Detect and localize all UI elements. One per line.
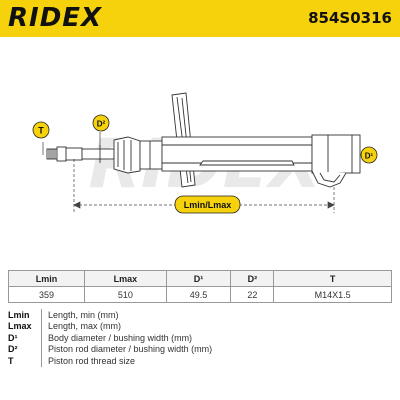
spec-value-d1: 49.5 bbox=[165, 286, 232, 303]
legend-value: Piston rod thread size bbox=[48, 355, 136, 366]
legend-divider bbox=[41, 320, 48, 332]
spec-value-lmax: 510 bbox=[83, 286, 167, 303]
header-bar: RIDEX 854S0316 bbox=[0, 0, 400, 37]
legend-key: T bbox=[8, 355, 14, 366]
legend: Lmin Length, min (mm) Lmax Length, max (… bbox=[8, 309, 392, 367]
label-d2: D² bbox=[97, 120, 106, 129]
legend-divider bbox=[41, 343, 48, 355]
shock-absorber-drawing: RIDEX T D² bbox=[32, 92, 378, 214]
label-t: T bbox=[38, 126, 44, 136]
legend-key: Lmin bbox=[8, 309, 30, 320]
spec-header-d2: D² bbox=[230, 270, 275, 287]
spec-header-d1: D¹ bbox=[165, 270, 232, 287]
legend-item: Lmax Length, max (mm) bbox=[8, 320, 392, 332]
top-mount bbox=[113, 136, 163, 174]
spec-value-d2: 22 bbox=[230, 286, 275, 303]
spec-header-lmax: Lmax bbox=[83, 270, 167, 287]
piston-rod bbox=[46, 145, 115, 163]
spec-header-row: Lmin Lmax D¹ D² T bbox=[8, 270, 392, 287]
legend-key: Lmax bbox=[8, 321, 32, 332]
legend-value: Body diameter / bushing width (mm) bbox=[48, 332, 193, 343]
length-label-badge bbox=[174, 195, 241, 214]
brand-logo: RIDEX bbox=[8, 3, 103, 33]
label-t-badge bbox=[32, 121, 50, 139]
label-d1-badge bbox=[360, 146, 378, 164]
spec-header-t: T bbox=[273, 270, 392, 287]
legend-item: T Piston rod thread size bbox=[8, 355, 392, 367]
legend-divider bbox=[41, 332, 48, 344]
spec-header-lmin: Lmin bbox=[8, 270, 85, 287]
legend-divider bbox=[41, 355, 48, 367]
part-number: 854S0316 bbox=[308, 9, 392, 27]
legend-item: D¹ Body diameter / bushing width (mm) bbox=[8, 332, 392, 344]
spec-value-t: M14X1.5 bbox=[273, 286, 392, 303]
label-d1: D¹ bbox=[365, 152, 374, 161]
label-d2-badge bbox=[92, 114, 110, 132]
spec-value-row: 359 510 49.5 22 M14X1.5 bbox=[8, 286, 392, 303]
legend-value: Length, min (mm) bbox=[48, 309, 119, 320]
legend-value: Length, max (mm) bbox=[48, 321, 122, 332]
length-label: Lmin/Lmax bbox=[184, 200, 232, 210]
shock-body bbox=[161, 134, 361, 188]
legend-divider bbox=[41, 309, 48, 321]
legend-item: D² Piston rod diameter / bushing width (… bbox=[8, 343, 392, 355]
legend-value: Piston rod diameter / bushing width (mm) bbox=[48, 344, 213, 355]
spec-table: Lmin Lmax D¹ D² T 359 510 49.5 22 M14X1.… bbox=[8, 270, 392, 303]
legend-key: D² bbox=[8, 344, 18, 355]
spec-value-lmin: 359 bbox=[8, 286, 85, 303]
legend-item: Lmin Length, min (mm) bbox=[8, 309, 392, 321]
legend-key: D¹ bbox=[8, 332, 18, 343]
